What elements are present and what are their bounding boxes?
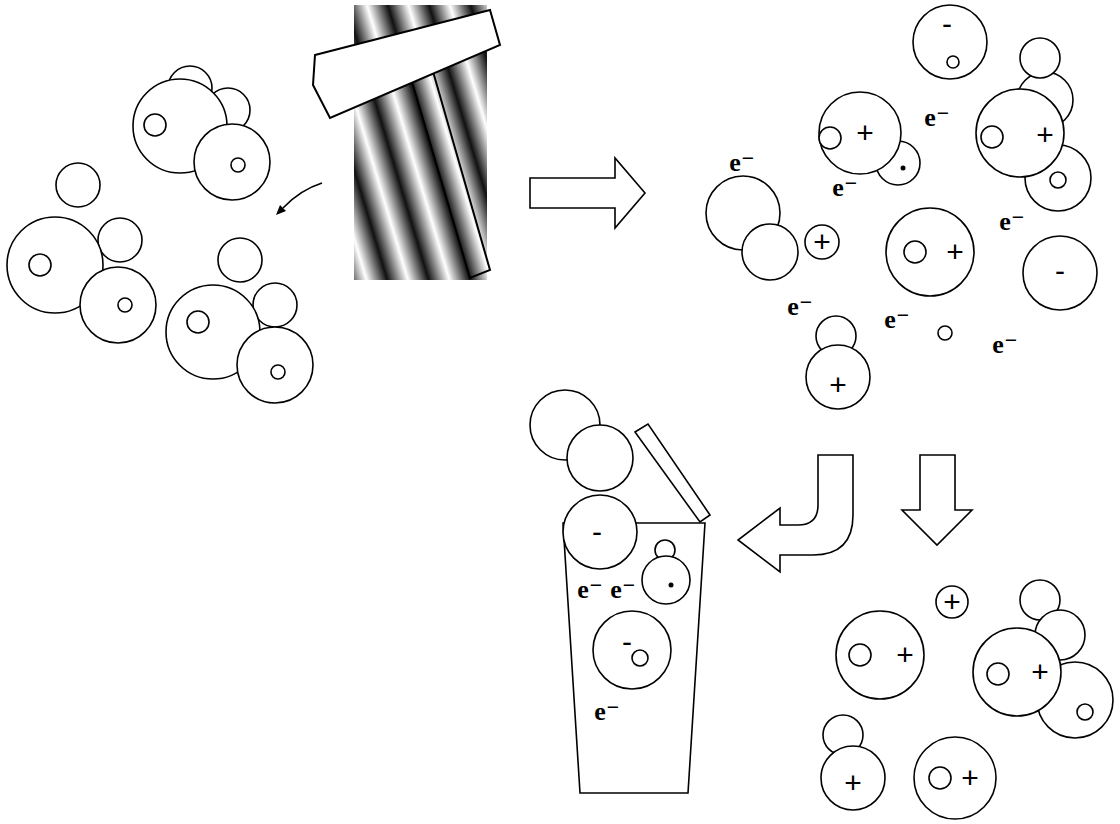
molecule — [7, 163, 156, 343]
nucleus-circle — [929, 767, 951, 789]
circle-outline — [913, 736, 997, 820]
particle-circle — [806, 345, 870, 409]
ion-circle: + — [805, 344, 871, 410]
electron-label: e⁻ — [832, 175, 857, 201]
molecule — [133, 66, 270, 200]
nucleus-circle — [947, 56, 959, 68]
charge-sign: - — [1055, 256, 1065, 286]
nucleus-circle — [819, 127, 841, 149]
charge-sign: - — [942, 9, 952, 39]
particle-circle — [593, 611, 671, 689]
charge-sign: + — [1036, 120, 1054, 150]
electron-label: e⁻ — [992, 332, 1017, 358]
charge-sign: + — [856, 118, 874, 148]
particle-circle — [1023, 236, 1097, 310]
process-arrow — [902, 455, 972, 545]
charge-sign: + — [844, 768, 862, 798]
ion-circle: - — [912, 4, 988, 80]
particle-circle — [914, 737, 996, 819]
electron-label: e⁻ — [577, 577, 602, 603]
particle-circle — [936, 586, 968, 618]
particle-circle — [563, 495, 637, 569]
nucleus-circle — [981, 126, 1003, 148]
ion-circle: + — [913, 736, 997, 820]
process-arrow — [738, 455, 853, 572]
circle-outline — [592, 610, 672, 690]
ion-circle: - — [1022, 235, 1098, 311]
charge-sign: + — [961, 763, 979, 793]
impact-arrow — [276, 183, 322, 215]
particle-circle — [819, 92, 901, 174]
electron-label: e⁻ — [729, 150, 754, 176]
ion-circle: + — [804, 224, 840, 260]
electron-label: e⁻ — [884, 307, 909, 333]
ion-circle: + — [972, 627, 1062, 717]
radical-dot — [901, 166, 906, 171]
particle-circle — [821, 746, 885, 810]
particle-circle — [976, 89, 1064, 177]
electron-label: e⁻ — [610, 577, 635, 603]
charge-sign: + — [943, 587, 961, 617]
electron-label: e⁻ — [924, 105, 949, 131]
charge-sign: + — [1031, 657, 1049, 687]
charge-sign: + — [813, 227, 831, 257]
process-arrow — [530, 158, 645, 228]
particle-circle — [886, 208, 974, 296]
ion-circle: - — [562, 494, 638, 570]
ion-circle: + — [885, 207, 975, 297]
electron-label: e⁻ — [787, 294, 812, 320]
nucleus-circle — [904, 241, 926, 263]
particle-circle — [836, 611, 924, 699]
particle-circle — [913, 5, 987, 79]
particle-circle — [805, 225, 839, 259]
charge-sign: - — [592, 517, 602, 547]
nucleus-circle — [849, 644, 871, 666]
ion-circle: + — [820, 745, 886, 811]
nucleus-circle — [987, 663, 1009, 685]
nucleus-circle — [632, 650, 648, 666]
ion-circle: + — [975, 88, 1065, 178]
hammer — [313, 5, 500, 280]
electron-label: e⁻ — [999, 209, 1024, 235]
trash-lid — [635, 424, 710, 522]
electron-label: e⁻ — [594, 699, 619, 725]
charge-sign: + — [829, 370, 847, 400]
particle-circle — [973, 628, 1061, 716]
ion-circle: - — [592, 610, 672, 690]
radical-dot — [669, 583, 674, 588]
molecule — [166, 238, 313, 403]
ion-circle: + — [818, 91, 902, 175]
ion-circle: + — [935, 585, 969, 619]
charge-sign: + — [946, 237, 964, 267]
charge-sign: + — [896, 640, 914, 670]
ion-circle: + — [835, 610, 925, 700]
charge-sign: - — [622, 627, 632, 657]
